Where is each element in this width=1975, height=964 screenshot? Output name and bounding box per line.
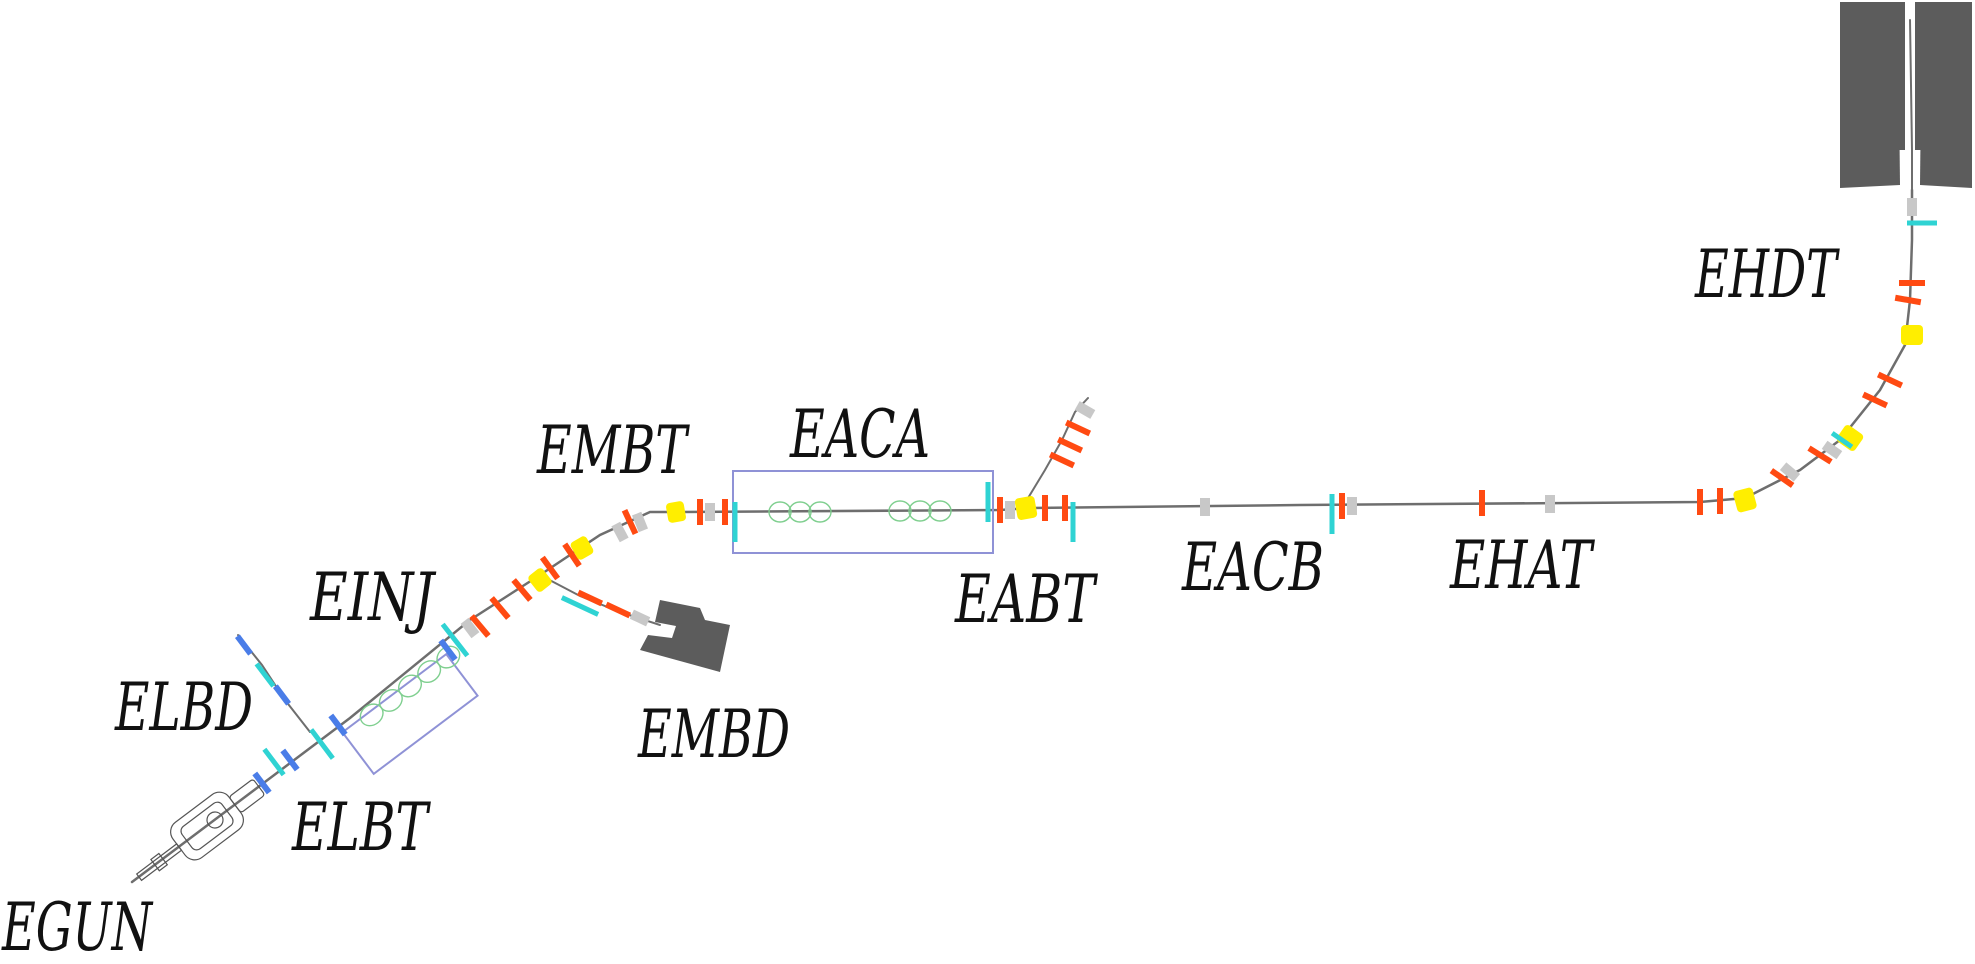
- quadrupole-magnets: [469, 280, 1925, 638]
- label-elbd: ELBD: [114, 669, 253, 746]
- label-embt: EMBT: [536, 412, 690, 489]
- label-eaca: EACA: [789, 396, 930, 473]
- main-beamline: [130, 188, 1914, 884]
- label-einj: EINJ: [309, 559, 437, 636]
- label-embd: EMBD: [637, 696, 790, 773]
- label-elbt: ELBT: [291, 789, 431, 866]
- eabt-branch: [1021, 397, 1089, 509]
- beamline-paths: [130, 19, 1914, 884]
- diagnostic-elements: [460, 198, 1917, 639]
- ehdt-beam-dump: [1840, 2, 1972, 188]
- label-egun: EGUN: [1, 889, 153, 964]
- corrector-magnets: [254, 220, 1937, 777]
- einj-cryomodule: [341, 645, 479, 776]
- electron-gun-icon: [135, 779, 265, 882]
- section-labels: EGUN ELBT ELBD EINJ EMBT EMBD EACA EABT …: [1, 236, 1840, 964]
- label-ehat: EHAT: [1449, 527, 1595, 604]
- dipole-magnets: [528, 325, 1923, 592]
- steerer-magnets: [234, 634, 458, 795]
- label-eacb: EACB: [1181, 529, 1324, 606]
- embd-beam-dump: [640, 600, 730, 672]
- label-eabt: EABT: [954, 561, 1098, 638]
- label-ehdt: EHDT: [1694, 236, 1840, 313]
- ehdt-dump-line: [1909, 19, 1913, 191]
